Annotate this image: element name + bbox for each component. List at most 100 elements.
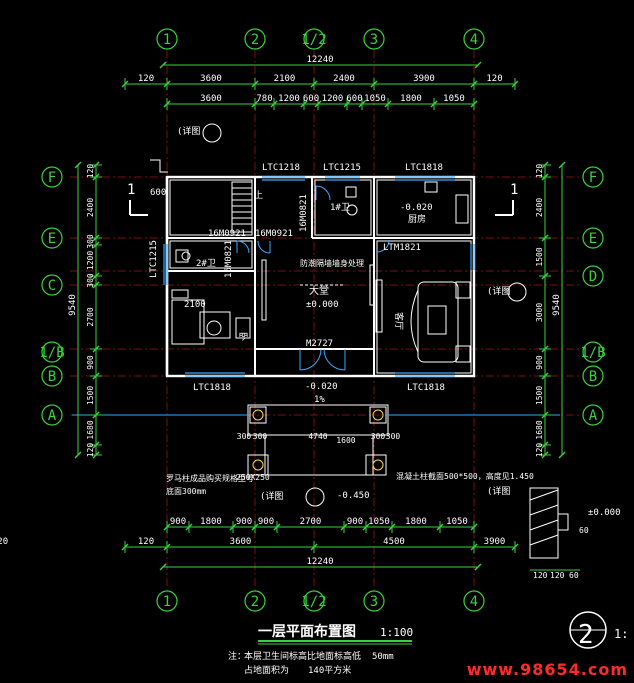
- detail-ref-4: (详图: [260, 490, 283, 502]
- dim-right-1: 2400: [535, 198, 544, 217]
- dimension-lines: [74, 61, 566, 571]
- dim-top_row1-5: 120: [486, 74, 502, 84]
- label-stair-up: 上: [254, 190, 263, 201]
- dim-right-2: 1500: [535, 247, 544, 266]
- drawing-scale: 1:100: [380, 626, 413, 639]
- dim-left-6: 900: [86, 355, 95, 370]
- label-16m0821-b: 16M0821: [224, 240, 234, 278]
- section-marks: 1 1 (详图 (详图 (详图 (详图: [127, 123, 527, 507]
- label-sec-dim-v: 60: [579, 526, 589, 535]
- dim-left-9: 120: [86, 443, 95, 458]
- dim-left-3: 1200: [86, 251, 95, 270]
- dim-left-2: 300: [86, 234, 95, 249]
- dim-left-0: 120: [86, 164, 95, 179]
- dim-bottom_row2-1: 3600: [230, 537, 252, 547]
- dim-top_row2-1: 780: [256, 94, 272, 104]
- label-col-left2: 250X250: [236, 473, 270, 482]
- axis-bubble-left-3: C: [41, 274, 63, 296]
- axis-label-left-1: E: [48, 231, 56, 247]
- axis-bubble-bottom-3: 3: [363, 590, 385, 612]
- dim-bottom-total: 12240: [306, 557, 333, 567]
- wall-section-detail: [529, 487, 580, 571]
- drawing-title: 一层平面布置图: [258, 623, 356, 640]
- axis-label-left-3: C: [48, 278, 56, 294]
- dim-right-6: 1680: [535, 420, 544, 439]
- axis-label-left-5: B: [48, 369, 56, 385]
- note-line2: 占地面积为: [244, 664, 289, 676]
- label-hall-level: ±0.000: [306, 300, 339, 310]
- dim-porch-5: 300: [386, 432, 401, 441]
- dim-top_row2-3: 600: [303, 94, 319, 104]
- axis-bubble-top-4: 4: [463, 28, 485, 50]
- dim-bottom_row1-5: 900: [347, 517, 363, 527]
- label-bed-dim: 2100: [184, 300, 206, 310]
- dim-bottom_row1-2: 900: [236, 517, 252, 527]
- axis-bubble-left-1: E: [41, 227, 63, 249]
- label-ltc1818-bl: LTC1818: [193, 383, 231, 393]
- axis-bubble-bottom-4: 4: [463, 590, 485, 612]
- axis-bubble-right-4: 1/B: [580, 341, 606, 363]
- watermark: www.98654.com: [466, 660, 628, 679]
- axis-label-left-4: 1/B: [39, 345, 64, 361]
- label-kitchen-level: -0.020: [400, 203, 433, 213]
- note-line2-value: 140平方米: [308, 664, 351, 676]
- axis-bubble-right-2: D: [582, 265, 604, 287]
- dim-porch-3: 1600: [336, 436, 355, 445]
- label-sec-dim-2: 60: [569, 571, 579, 580]
- furniture: [171, 181, 471, 363]
- axis-bubble-left-5: B: [41, 365, 63, 387]
- porch-columns: [252, 409, 384, 471]
- axis-label-bottom-4: 4: [470, 594, 478, 610]
- label-porch-slope: 1%: [314, 395, 325, 405]
- dim-left-1: 2400: [86, 198, 95, 217]
- dim-right-7: 120: [535, 443, 544, 458]
- dim-top_row2-2: 1200: [278, 94, 300, 104]
- detail-number: 2: [578, 620, 594, 650]
- label-sec-dim-0: 120: [533, 571, 548, 580]
- detail-ref-1: (详图: [177, 125, 200, 137]
- dim-porch-0: 300: [237, 432, 252, 441]
- label-step-level: -0.450: [337, 491, 370, 501]
- axis-bubble-top-0: 1: [156, 28, 178, 50]
- axis-bubble-top-1: 2: [244, 28, 266, 50]
- dim-left-7: 1500: [86, 386, 95, 405]
- label-porch-level: -0.020: [305, 382, 338, 392]
- label-ltm1821: LTM1821: [383, 243, 421, 253]
- label-col-right: 混凝土柱截面500*500，高度见1.450: [396, 471, 534, 481]
- label-bath2: 2#卫: [196, 259, 216, 269]
- axis-label-right-5: B: [589, 369, 597, 385]
- axis-bubble-right-6: A: [582, 404, 604, 426]
- dim-right-3: 3000: [535, 303, 544, 322]
- hall-partition: [261, 259, 375, 350]
- dim-right-total: 9540: [552, 294, 562, 316]
- dim-bottom_row1-6: 1050: [368, 517, 390, 527]
- label-fireplace: 防潮隔墙墙身处理: [300, 258, 364, 268]
- axis-bubble-right-0: F: [582, 166, 604, 188]
- axis-bubble-bottom-0: 1: [156, 590, 178, 612]
- label-sec-dim-1: 120: [550, 571, 565, 580]
- dim-bottom_row1-1: 1800: [200, 517, 222, 527]
- label-ltc1215-v: LTC1215: [149, 240, 159, 278]
- dim-top_row1-1: 3600: [200, 74, 222, 84]
- label-stair-dim: 600: [150, 188, 166, 198]
- label-16m0921-a: 16M0921: [208, 229, 246, 239]
- dim-bottom_row1-3: 900: [258, 517, 274, 527]
- porch: [247, 404, 389, 476]
- axis-bubble-right-1: E: [582, 227, 604, 249]
- axis-bubble-top-3: 3: [363, 28, 385, 50]
- dim-bottom_row1-8: 1050: [446, 517, 468, 527]
- axis-label-right-1: E: [589, 231, 597, 247]
- axis-bubble-bottom-1: 2: [244, 590, 266, 612]
- axis-label-bottom-2: 1/2: [301, 594, 326, 610]
- dim-right-5: 1500: [535, 386, 544, 405]
- label-col-left: 罗马柱成品购买规格型号: [166, 473, 254, 483]
- dim-left-8: 1680: [86, 420, 95, 439]
- axis-label-right-6: A: [589, 408, 598, 424]
- label-m2727: M2727: [306, 339, 333, 349]
- label-ltc1218: LTC1218: [262, 163, 300, 173]
- axis-label-left-0: F: [48, 170, 56, 186]
- axis-label-bottom-0: 1: [163, 594, 171, 610]
